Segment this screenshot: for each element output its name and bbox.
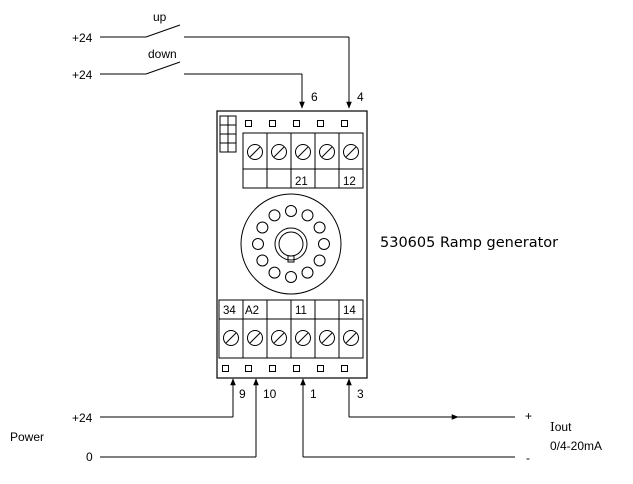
screw-terminal-icon bbox=[319, 330, 335, 346]
up-input: +24 up bbox=[72, 10, 352, 109]
bottom-pin-square bbox=[341, 365, 348, 372]
up-switch-contact bbox=[145, 24, 181, 38]
top-pin-square bbox=[245, 120, 252, 127]
screw-terminal-icon bbox=[319, 144, 335, 160]
power-label: Power bbox=[10, 430, 44, 444]
output-plus-label: + bbox=[525, 409, 532, 423]
output-minus-label: - bbox=[526, 451, 530, 465]
pin-10-label: 10 bbox=[263, 387, 277, 401]
down-supply-label: +24 bbox=[72, 68, 93, 82]
octal-socket-icon bbox=[240, 193, 342, 295]
bottom-pin-square bbox=[317, 365, 324, 372]
pin-4-label: 4 bbox=[357, 90, 364, 104]
output-current-label: Iout bbox=[550, 420, 572, 434]
down-input: +24 down bbox=[72, 47, 305, 109]
power-zero-label: 0 bbox=[86, 450, 93, 464]
down-switch-label: down bbox=[148, 47, 177, 61]
top-pin-row bbox=[245, 120, 348, 127]
top-terminal-block: 21 12 bbox=[242, 132, 364, 189]
output-range-label: 0/4-20mA bbox=[550, 439, 602, 453]
module-outline bbox=[216, 110, 368, 379]
up-switch-label: up bbox=[153, 10, 167, 24]
power-wiring: Power +24 0 bbox=[10, 378, 259, 464]
top-pin-square bbox=[293, 120, 300, 127]
pin-1-label: 1 bbox=[310, 387, 317, 401]
bottom-pin-square bbox=[222, 365, 229, 372]
terminal-A2-label: A2 bbox=[245, 305, 259, 317]
terminal-14-label: 14 bbox=[343, 305, 356, 317]
top-pin-square bbox=[341, 120, 348, 127]
screw-terminal-icon bbox=[247, 330, 263, 346]
screw-terminal-icon bbox=[295, 144, 311, 160]
screw-terminal-icon bbox=[271, 144, 287, 160]
power-plus-label: +24 bbox=[72, 411, 93, 425]
screw-terminal-icon bbox=[247, 144, 263, 160]
output-wiring: + - Iout 0/4-20mA bbox=[300, 378, 602, 465]
relay-module: 21 12 bbox=[216, 110, 368, 379]
terminal-21-label: 21 bbox=[295, 176, 308, 188]
pin-6-label: 6 bbox=[311, 90, 318, 104]
screw-terminal-icon bbox=[343, 330, 359, 346]
terminal-34-label: 34 bbox=[223, 305, 236, 317]
top-pin-square bbox=[269, 120, 276, 127]
device-title: 530605 Ramp generator bbox=[380, 235, 558, 251]
screw-terminal-icon bbox=[271, 330, 287, 346]
pin-9-label: 9 bbox=[239, 387, 246, 401]
down-switch-contact bbox=[145, 61, 181, 75]
terminal-11-label: 11 bbox=[295, 305, 307, 317]
screw-terminal-icon bbox=[223, 330, 239, 346]
bottom-pin-square bbox=[293, 365, 300, 372]
bottom-terminal-block: 34 A2 11 14 bbox=[218, 299, 364, 359]
bottom-pin-square bbox=[245, 365, 252, 372]
screw-terminal-icon bbox=[295, 330, 311, 346]
up-supply-label: +24 bbox=[72, 31, 93, 45]
terminal-12-label: 12 bbox=[343, 176, 356, 188]
bottom-pin-row bbox=[222, 365, 348, 372]
vent-grid-icon bbox=[219, 115, 237, 153]
pin-3-label: 3 bbox=[357, 387, 364, 401]
screw-terminal-icon bbox=[343, 144, 359, 160]
top-pin-square bbox=[317, 120, 324, 127]
bottom-pin-square bbox=[269, 365, 276, 372]
